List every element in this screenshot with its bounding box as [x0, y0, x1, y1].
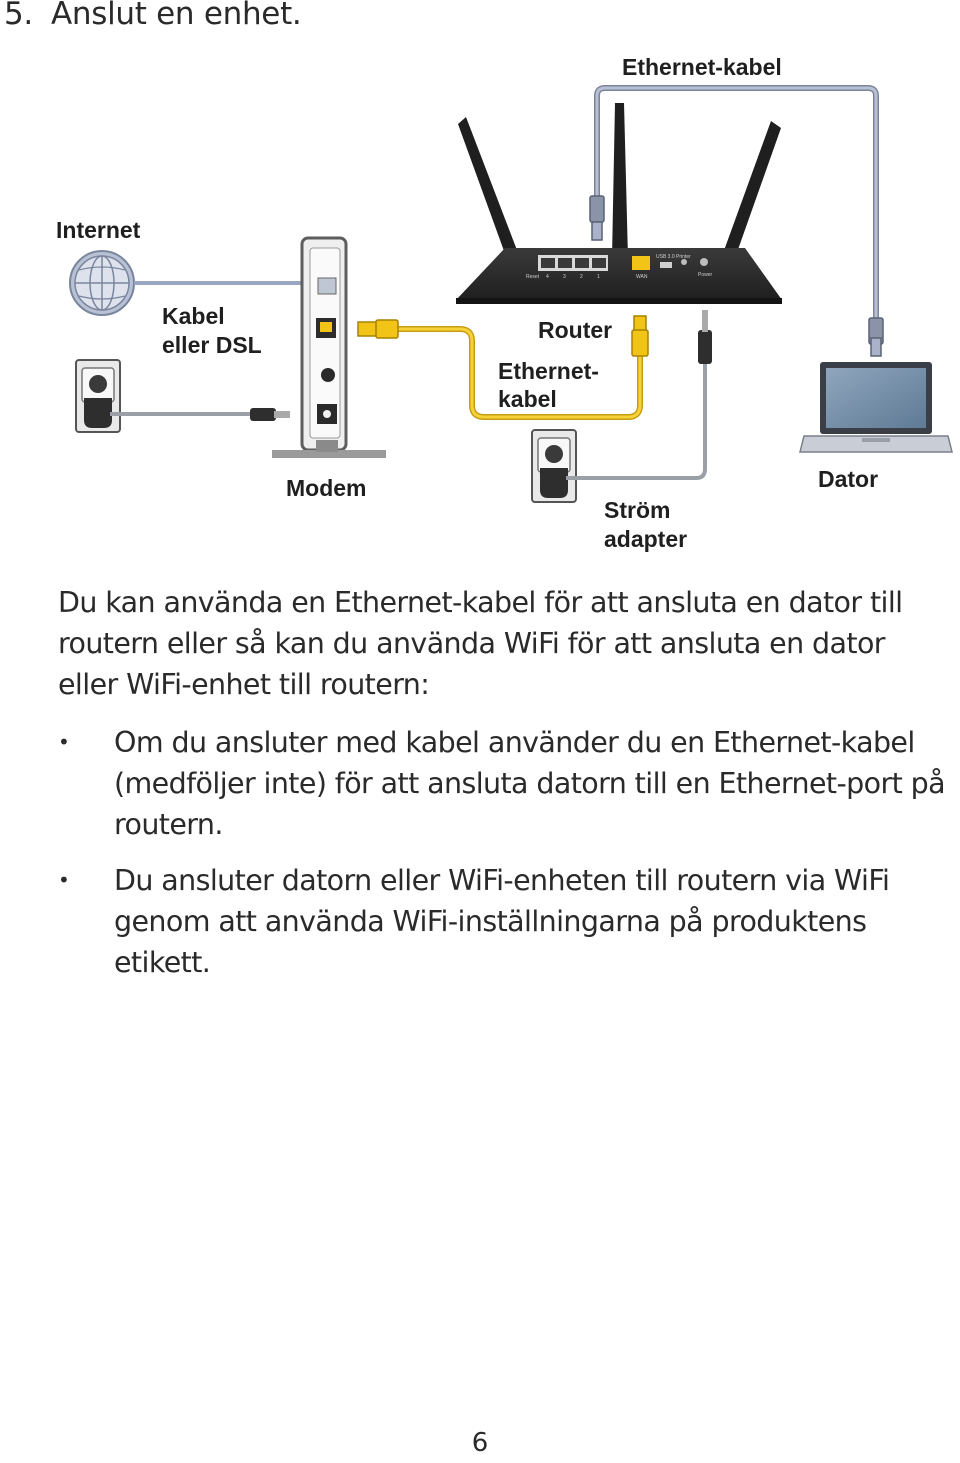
page-number: 6	[471, 1428, 489, 1458]
label-ethernet-cable-mid-line1: Ethernet-	[498, 358, 599, 384]
router-lan-ports	[538, 255, 608, 271]
list-item: • Du ansluter datorn eller WiFi-enheten …	[58, 860, 948, 983]
router-power-label: Power	[698, 272, 713, 278]
label-ethernet-cable-mid-line2: kabel	[498, 386, 557, 412]
router-port-number: 1	[597, 274, 600, 280]
label-cable-dsl-line1: Kabel	[162, 303, 225, 329]
instruction-list: • Om du ansluter med kabel använder du e…	[58, 722, 948, 998]
label-router: Router	[538, 317, 612, 343]
bullet-glyph: •	[58, 730, 70, 754]
list-item: • Om du ansluter med kabel använder du e…	[58, 722, 948, 845]
router-usb-label: USB 3.0 Printer	[656, 254, 691, 260]
modem	[272, 236, 386, 458]
router-port-number: 2	[580, 274, 583, 280]
connection-diagram: USB 3.0 Printer Reset WAN Power 4 3 2 1	[56, 54, 953, 552]
router-antennas	[458, 103, 781, 262]
wall-outlet-modem	[75, 359, 290, 433]
step-number: 5.	[4, 0, 33, 32]
label-ethernet-cable-top: Ethernet-kabel	[622, 54, 782, 80]
ethernet-cable-router-to-computer	[589, 85, 884, 357]
step-heading: 5. Anslut en enhet.	[4, 0, 319, 32]
ethernet-cable-modem-to-router	[357, 315, 649, 420]
list-item-text: Om du ansluter med kabel använder du en …	[114, 726, 946, 841]
label-internet: Internet	[56, 217, 141, 243]
label-modem: Modem	[286, 475, 367, 501]
step-title: Anslut en enhet.	[50, 0, 302, 32]
power-cable-router	[566, 310, 712, 480]
intro-paragraph: Du kan använda en Ethernet-kabel för att…	[58, 586, 903, 701]
router-reset-label: Reset	[526, 274, 540, 280]
internet-globe-icon	[69, 250, 135, 316]
router-wan-port	[632, 256, 650, 270]
list-item-text: Du ansluter datorn eller WiFi-enheten ti…	[114, 864, 890, 979]
label-computer: Dator	[818, 466, 878, 492]
label-power-adapter-line1: Ström	[604, 497, 670, 523]
router-wan-label: WAN	[636, 274, 648, 280]
router-port-number: 4	[546, 274, 549, 280]
router-port-number: 3	[563, 274, 566, 280]
wall-outlet-router	[531, 429, 577, 503]
label-cable-dsl-line2: eller DSL	[162, 332, 262, 358]
label-power-adapter-line2: adapter	[604, 526, 687, 552]
router: USB 3.0 Printer Reset WAN Power 4 3 2 1	[456, 248, 782, 304]
bullet-glyph: •	[58, 868, 70, 892]
computer	[799, 362, 953, 453]
